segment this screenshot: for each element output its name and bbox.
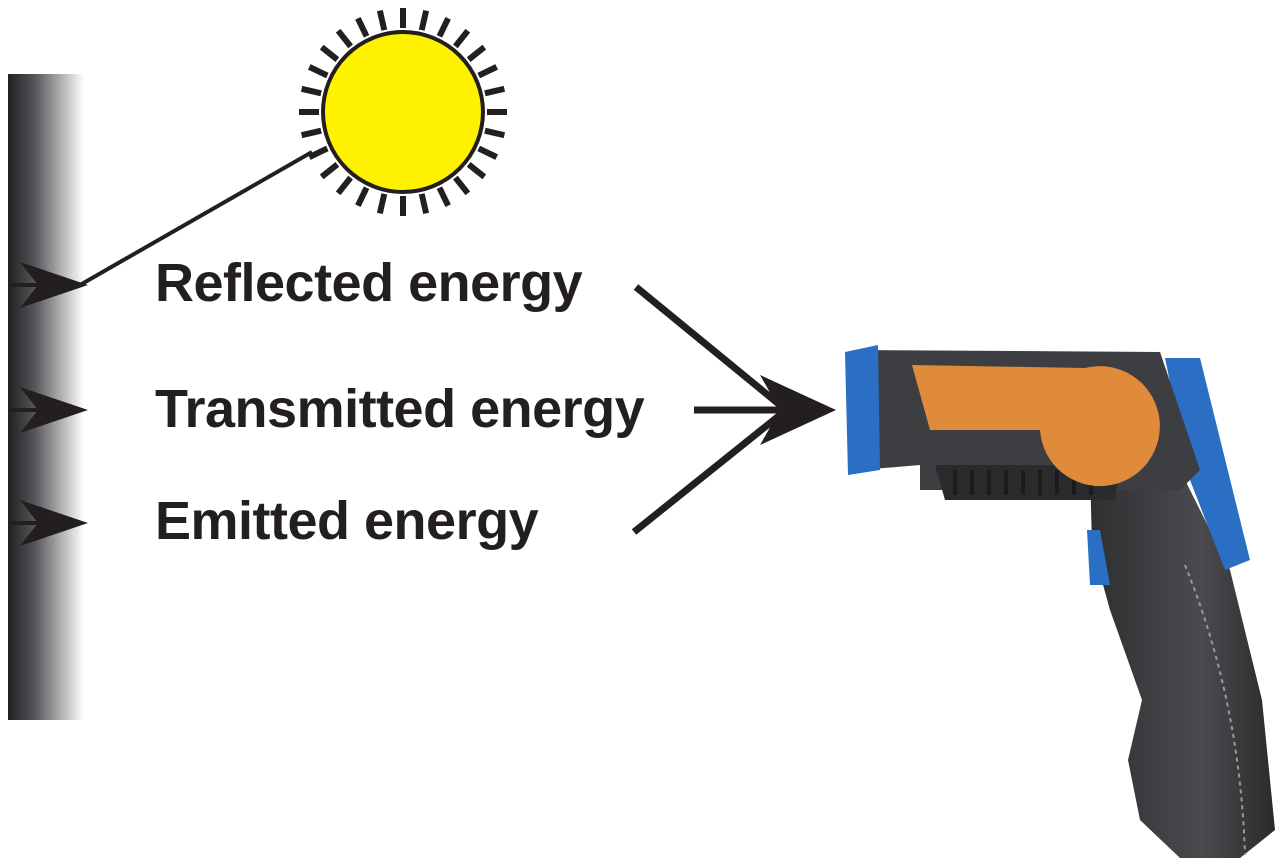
sun-ray xyxy=(436,186,451,208)
sun-ray xyxy=(477,64,499,79)
sun-ray xyxy=(307,64,329,79)
sun-icon xyxy=(299,8,507,216)
sun-ray xyxy=(477,145,499,160)
sun-ray xyxy=(484,85,506,97)
sun-ray xyxy=(436,16,451,38)
sun-ray xyxy=(453,28,471,49)
label-reflected-energy: Reflected energy xyxy=(155,253,583,313)
label-transmitted-energy: Transmitted energy xyxy=(155,379,645,439)
sun-ray xyxy=(319,162,340,180)
infrared-thermometer xyxy=(845,345,1275,858)
sun-ray xyxy=(466,44,487,62)
sun-ray xyxy=(355,16,370,38)
sun-ray xyxy=(453,175,471,196)
sun-ray xyxy=(466,162,487,180)
sun-ray xyxy=(335,28,353,49)
sun-ray xyxy=(307,145,329,160)
sun-ray xyxy=(319,44,340,62)
sun-ray xyxy=(418,193,430,215)
sun-ray xyxy=(376,193,388,215)
sun-ray xyxy=(418,9,430,31)
sun-ray xyxy=(376,9,388,31)
sun-ray xyxy=(355,186,370,208)
sun-ray xyxy=(484,127,506,139)
sun-ray xyxy=(335,175,353,196)
sun-ray xyxy=(300,127,322,139)
sun-ray xyxy=(300,85,322,97)
converging-arrows xyxy=(631,284,836,535)
surface-arrows xyxy=(8,262,88,546)
reflection-ray xyxy=(79,150,313,287)
label-emitted-energy: Emitted energy xyxy=(155,491,539,551)
